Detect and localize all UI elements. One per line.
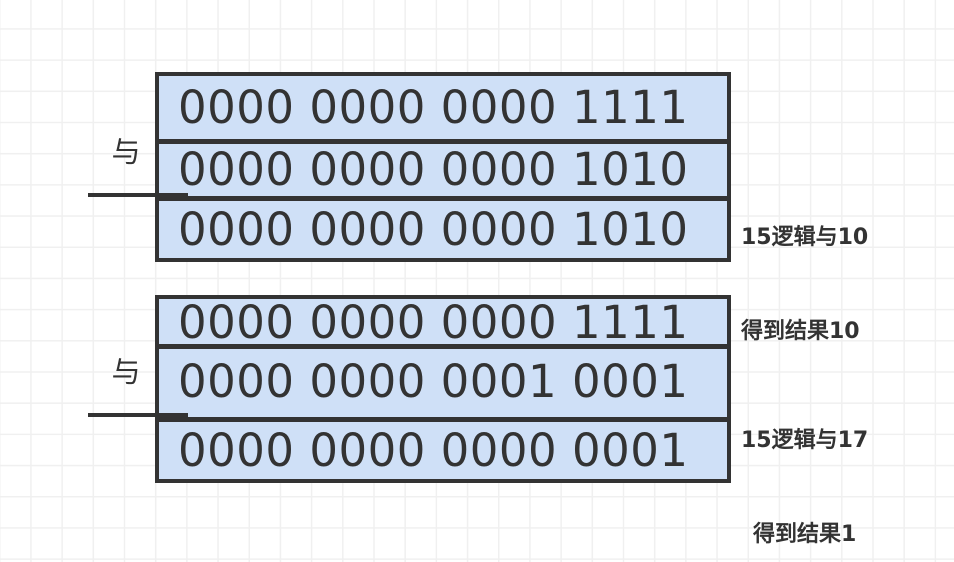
annotation-block-1: 15逻辑与10 得到结果10 [741, 160, 868, 410]
binary-row-result: 0000 0000 0000 1010 [159, 198, 727, 260]
binary-value-text: 0000 0000 0000 1111 [178, 296, 689, 349]
annotation-line-1: 15逻辑与17 [741, 428, 869, 454]
annotation-block-2: 15逻辑与17 得到结果1 [741, 363, 868, 562]
annotation-line-1: 15逻辑与10 [741, 225, 869, 251]
annotation-line-2: 得到结果10 [741, 319, 860, 345]
operator-underline-rule [88, 193, 188, 197]
row-divider [155, 196, 731, 201]
operator-group-1: 与 [60, 135, 188, 197]
binary-row-operand-b: 0000 0000 0000 1010 [159, 141, 727, 198]
binary-row-operand-b: 0000 0000 0001 0001 [159, 346, 727, 416]
row-divider [155, 139, 731, 144]
annotation-line-2: 得到结果1 [752, 522, 857, 548]
row-divider [155, 344, 731, 349]
and-operator-symbol: 与 [111, 135, 141, 169]
binary-value-text: 0000 0000 0000 1010 [178, 143, 689, 196]
binary-value-text: 0000 0000 0000 1111 [178, 81, 689, 134]
binary-value-text: 0000 0000 0000 1010 [178, 202, 689, 256]
binary-row-result: 0000 0000 0000 0001 [159, 419, 727, 481]
and-operator-symbol: 与 [111, 355, 141, 389]
binary-row-operand-a: 0000 0000 0000 1111 [159, 299, 727, 346]
binary-value-text: 0000 0000 0001 0001 [178, 354, 689, 408]
binary-row-operand-a: 0000 0000 0000 1111 [159, 74, 727, 141]
and-operation-block-2: 0000 0000 0000 1111 0000 0000 0001 0001 … [155, 295, 731, 483]
row-divider [155, 417, 731, 422]
operator-underline-rule [88, 413, 188, 417]
and-operation-block-1: 0000 0000 0000 1111 0000 0000 0000 1010 … [155, 72, 731, 262]
operator-group-2: 与 [60, 355, 188, 417]
binary-value-text: 0000 0000 0000 0001 [178, 423, 689, 477]
